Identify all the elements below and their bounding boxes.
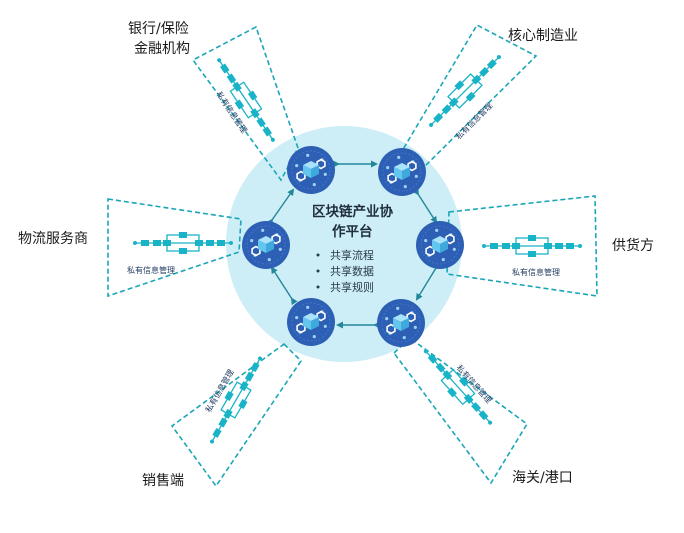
feature-shared-rules: 共享规则 [330, 280, 374, 294]
private-label-manufacturing: 私有信息管理 [453, 100, 494, 141]
sector-supplier: 供货方 [612, 237, 654, 254]
feature-bullet-1 [316, 253, 320, 257]
chain-diagram-customs [423, 349, 493, 425]
feature-bullet-3 [316, 285, 320, 289]
sector-customs: 海关/港口 [512, 470, 573, 486]
sector-logistics: 物流服务商 [18, 231, 88, 247]
feature-shared-data: 共享数据 [330, 264, 374, 278]
blockchain-nodes [242, 146, 464, 347]
private-label-sales: 私有信息管理 [203, 367, 236, 414]
cube-icon [393, 314, 409, 331]
blockchain-node [416, 221, 464, 269]
cube-icon [432, 236, 448, 253]
sector-sales: 销售端 [142, 473, 184, 489]
sector-bank-line2: 金融机构 [134, 41, 190, 57]
private-label-logistics: 私有信息管理 [127, 265, 175, 275]
platform-title-line2: 作平台 [332, 223, 373, 240]
chain-diagram-logistics [133, 232, 233, 254]
blockchain-node [287, 146, 335, 194]
chain-diagram-sales [210, 356, 262, 444]
chain-diagram-bank [217, 58, 275, 142]
private-label-customs: 私有信息管理 [455, 363, 495, 405]
blockchain-node [287, 298, 335, 346]
cube-icon [303, 161, 319, 178]
arrow-n6-n1 [266, 188, 295, 227]
blockchain-node [242, 221, 290, 269]
cube-icon [303, 313, 319, 330]
platform-title-line1: 区块链产业协 [312, 203, 393, 220]
wedge-customs [392, 336, 529, 485]
sector-manufacturing: 核心制造业 [508, 28, 578, 44]
feature-shared-process: 共享流程 [330, 248, 374, 262]
feature-bullet-2 [316, 269, 320, 273]
wedge-bank [191, 25, 299, 182]
arrow-n5-n6 [270, 266, 298, 306]
private-label-supplier: 私有信息管理 [512, 267, 560, 277]
blockchain-node [377, 299, 425, 347]
wedge-sales [170, 342, 303, 488]
arrow-n2-n3 [412, 187, 438, 224]
private-chains [133, 55, 582, 444]
cube-icon [394, 163, 410, 180]
blockchain-node [378, 148, 426, 196]
chain-diagram-supplier [482, 235, 582, 257]
cube-icon [258, 236, 274, 253]
arrow-n3-n4 [415, 261, 442, 301]
sector-bank-line1: 银行/保险 [128, 21, 189, 37]
node-connections [266, 160, 442, 329]
chain-diagram-manufacturing [429, 55, 501, 127]
wedge-logistics [107, 198, 242, 298]
